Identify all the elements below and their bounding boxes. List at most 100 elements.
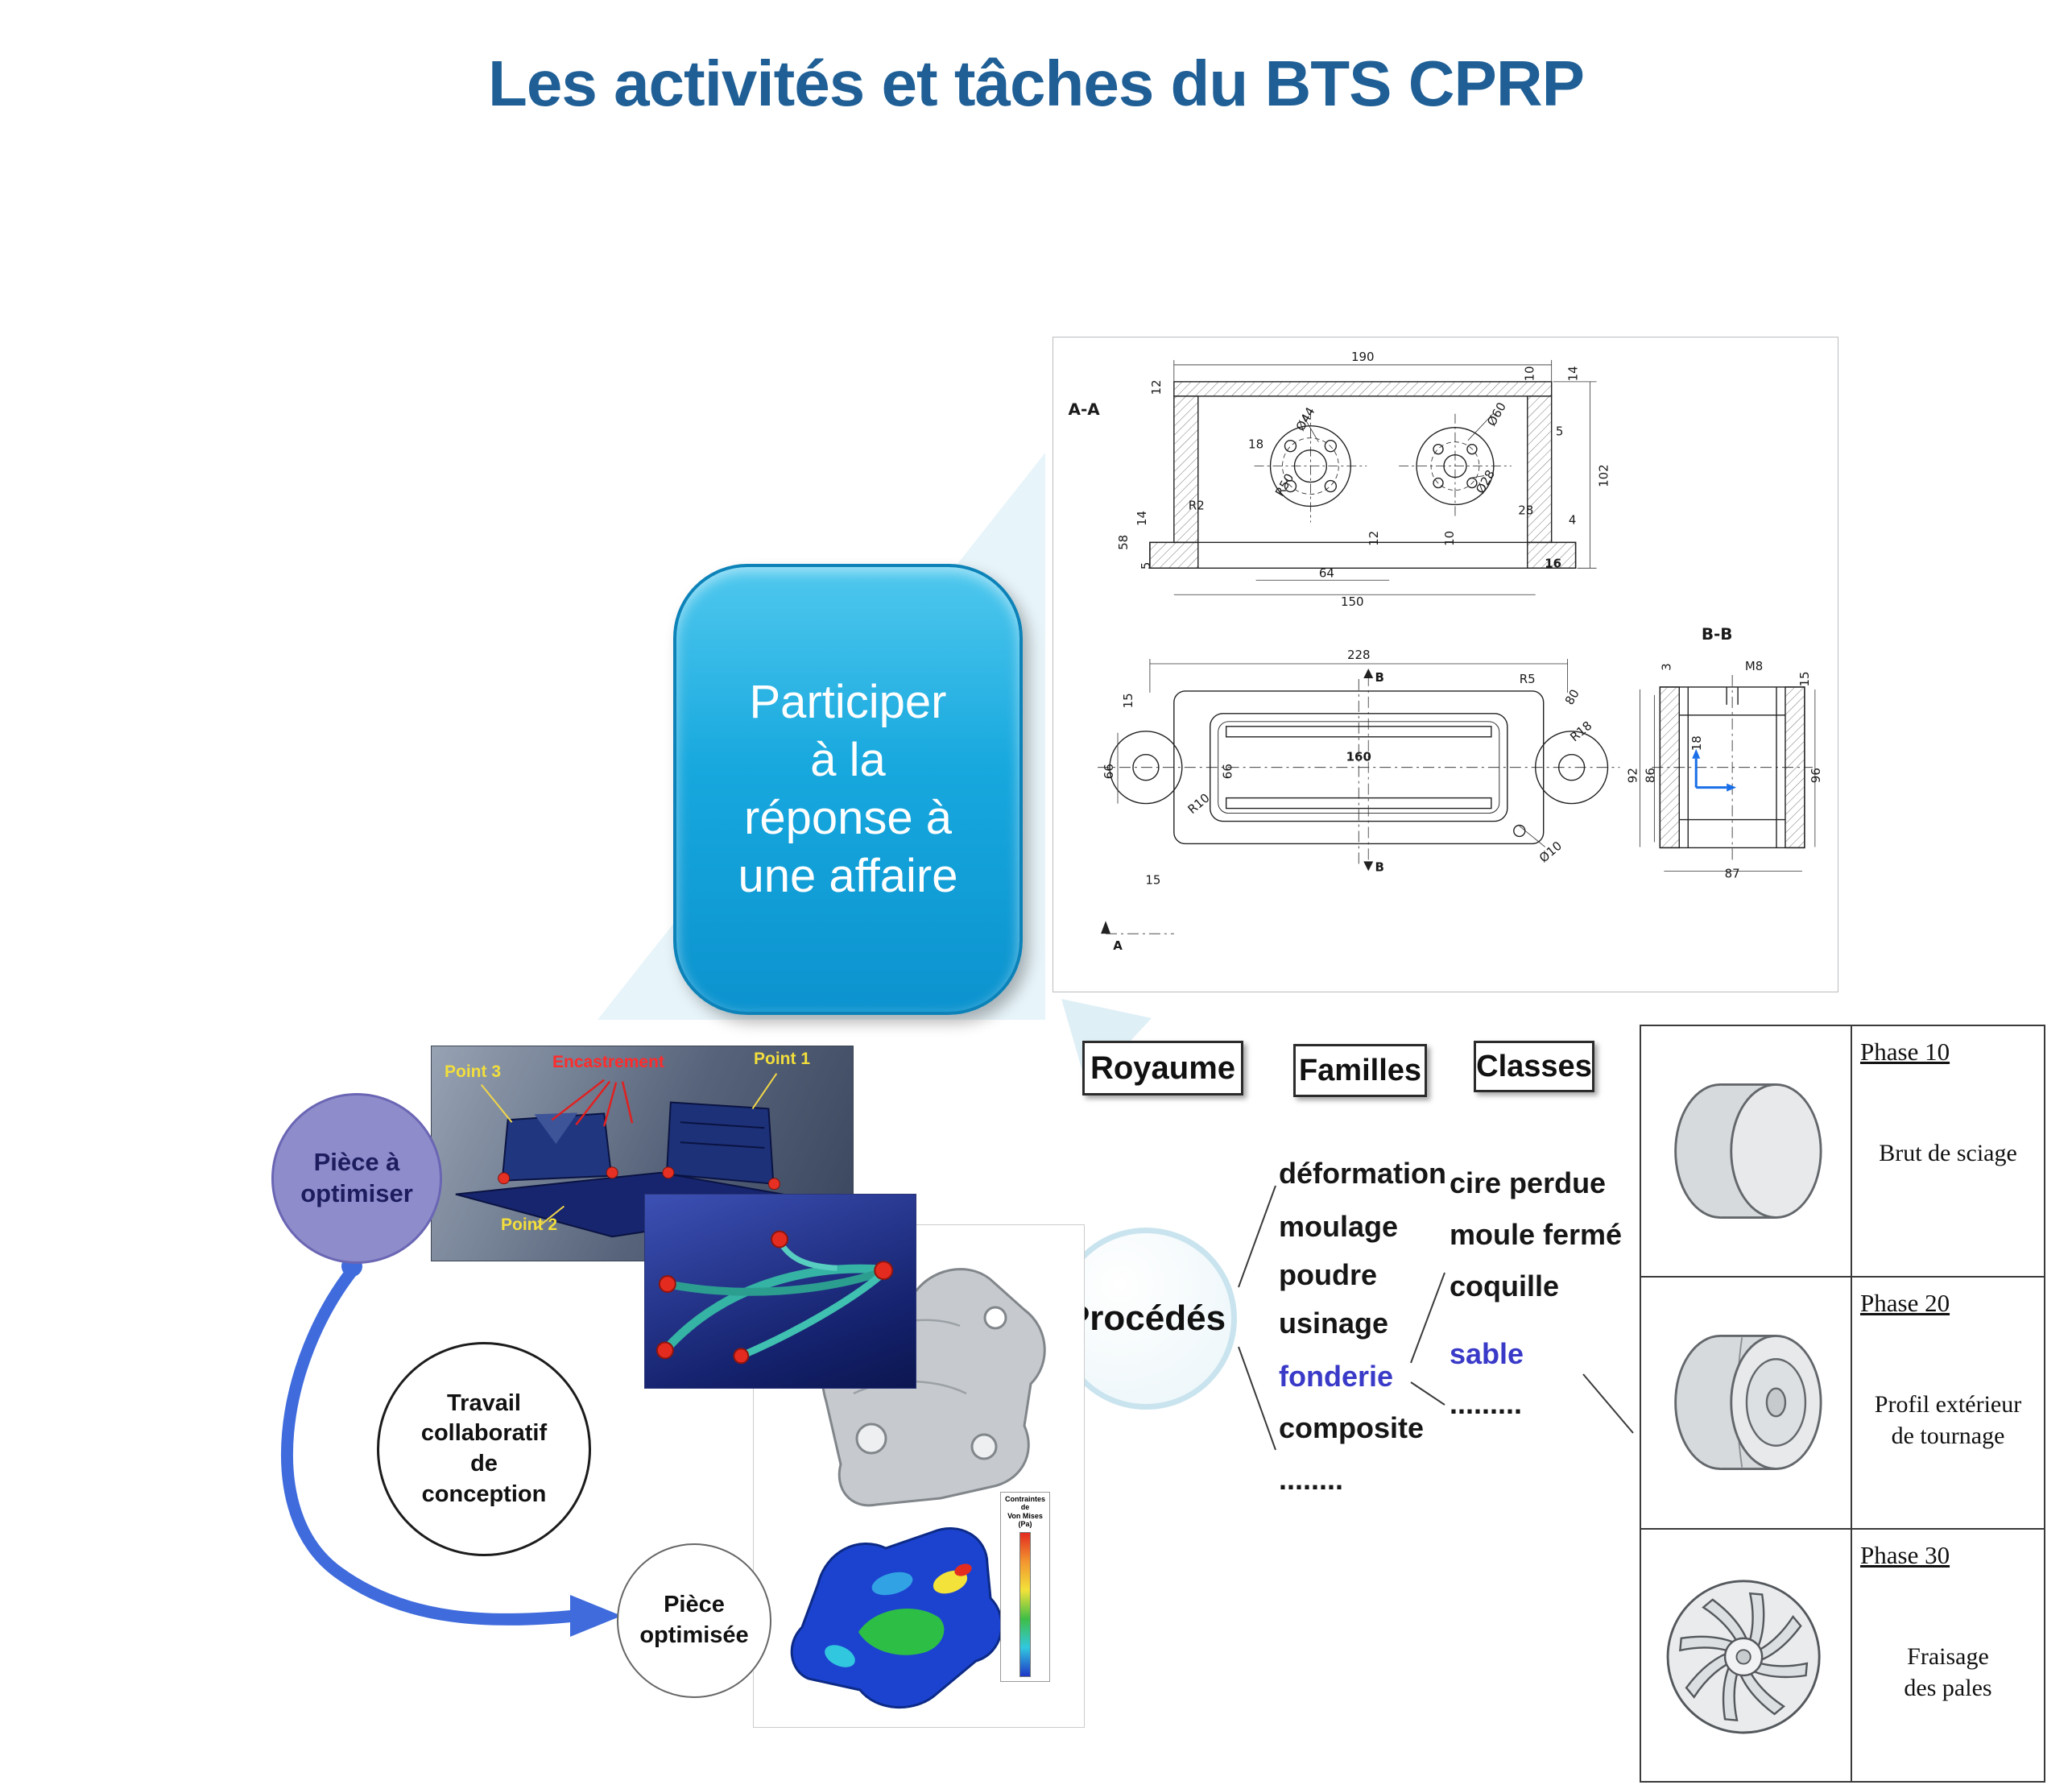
dim-label: Ø28 [1473, 467, 1498, 496]
dim-label: Ø44 [1293, 404, 1318, 433]
classe-keyword: coquille [1450, 1269, 1560, 1303]
fea-part-image: Contraintes de Von Mises (Pa) [763, 1487, 1050, 1722]
dim-label: 96 [1809, 768, 1823, 783]
phases-table: Phase 10 Brut de sciage Phase 20 [1640, 1025, 2045, 1783]
turned-profile-cylinder [1674, 1335, 1822, 1471]
dim-label: 102 [1597, 464, 1611, 487]
piece-a-optimiser-circle: Pièce à optimiser [271, 1093, 442, 1264]
point3-label: Point 3 [445, 1062, 502, 1081]
dim-label: 15 [1121, 693, 1135, 708]
fixture-3d-block [455, 1073, 833, 1238]
dim-label: 16 [1545, 556, 1561, 570]
plan-view-geometry [1098, 659, 1620, 934]
dim-label: 58 [1116, 535, 1131, 550]
classes-header-box: Classes [1474, 1041, 1594, 1092]
dim-label: 4 [1569, 512, 1577, 527]
dim-label: 228 [1347, 648, 1371, 662]
familles-header-box: Familles [1293, 1044, 1427, 1097]
phase-desc: Fraisage des pales [1904, 1642, 1992, 1701]
classification-connector-lines [1238, 1185, 1634, 1451]
participer-bubble: Participer à la réponse à une affaire [673, 564, 1023, 1015]
encastrement-label: Encastrement [552, 1053, 664, 1071]
engineering-drawing: A-A 190 12 10 14 58 14 18 R50 Ø44 Ø60 Ø2… [1069, 350, 1823, 953]
phase-20-part-image [1641, 1278, 1852, 1528]
dim-label: 150 [1341, 594, 1364, 609]
dim-label: 80 [1562, 687, 1582, 707]
famille-keyword-dots: ........ [1279, 1463, 1344, 1496]
dim-label: 10 [1523, 366, 1537, 381]
section-bb-geometry [1640, 674, 1816, 872]
dim-label: 12 [1149, 379, 1164, 395]
famille-keyword-fonderie: fonderie [1279, 1360, 1394, 1393]
phase-row: Phase 30 Fraisage des pales [1641, 1529, 2044, 1781]
dim-label: 190 [1351, 350, 1375, 364]
phase-20-text-cell: Phase 20 Profil extérieur de tournage [1852, 1278, 2044, 1527]
dim-label: 160 [1346, 750, 1371, 764]
dim-label: 14 [1566, 366, 1581, 381]
dim-label: R10 [1185, 790, 1212, 817]
dim-label: 92 [1625, 768, 1640, 783]
dim-label: 18 [1689, 735, 1704, 751]
classe-keyword-dots: ......... [1450, 1387, 1523, 1420]
milled-impeller [1666, 1580, 1821, 1734]
fea-colored-part [790, 1527, 1003, 1709]
dim-label: 66 [1221, 764, 1235, 779]
dim-label: R18 [1567, 719, 1594, 745]
dim-label: 15 [1797, 671, 1812, 686]
phase-row: Phase 20 Profil extérieur de tournage [1641, 1278, 2044, 1530]
phase-30-text-cell: Phase 30 Fraisage des pales [1852, 1530, 2044, 1781]
dim-label: R5 [1520, 672, 1536, 686]
classe-keyword: moule fermé [1450, 1218, 1623, 1251]
phase-desc: Brut de sciage [1879, 1140, 2017, 1166]
phase-title: Phase 10 [1860, 1037, 1950, 1066]
fea-color-scale [1019, 1532, 1031, 1678]
dim-label: R2 [1189, 498, 1205, 512]
famille-keyword: composite [1279, 1411, 1425, 1444]
page-title: Les activités et tâches du BTS CPRP [487, 48, 1585, 119]
dim-label: Ø10 [1536, 839, 1565, 866]
wishbone-simulation-image [644, 1194, 916, 1389]
dim-label: 5 [1139, 562, 1153, 570]
famille-keyword: moulage [1279, 1210, 1399, 1243]
famille-keyword: poudre [1279, 1258, 1377, 1291]
royaume-header-box: Royaume [1082, 1041, 1243, 1095]
dim-label: 86 [1643, 768, 1657, 783]
travail-collaboratif-circle: Travail collaboratif de conception [377, 1342, 591, 1556]
dim-label: 10 [1442, 531, 1457, 546]
sawed-blank-cylinder [1674, 1083, 1822, 1220]
wishbone-3d-part [656, 1230, 894, 1365]
dim-label: 15 [1145, 872, 1160, 887]
dim-label: 14 [1135, 511, 1149, 526]
phase-10-text-cell: Phase 10 Brut de sciage [1852, 1026, 2044, 1276]
procedes-node: Procédés [1055, 1228, 1237, 1410]
phase-desc: Profil extérieur de tournage [1874, 1391, 2022, 1450]
dim-label: 87 [1725, 866, 1740, 880]
dim-label: A-A [1069, 400, 1101, 419]
technical-drawing-panel: A-A 190 12 10 14 58 14 18 R50 Ø44 Ø60 Ø2… [1053, 337, 1838, 992]
dim-label: 28 [1518, 503, 1533, 517]
dim-label: 12 [1367, 531, 1381, 546]
phase-title: Phase 30 [1860, 1540, 1950, 1569]
dim-label: 3 [1659, 663, 1673, 671]
piece-optimisee-circle: Pièce optimisée [617, 1543, 771, 1698]
classe-keyword-sable: sable [1450, 1337, 1524, 1370]
dim-label: Ø60 [1484, 400, 1509, 429]
dim-label: B [1375, 670, 1383, 685]
dim-label: 5 [1556, 425, 1564, 439]
dim-label: 64 [1319, 565, 1334, 580]
dim-label: B-B [1702, 624, 1733, 644]
fea-color-legend: Contraintes de Von Mises (Pa) [1000, 1492, 1050, 1682]
phase-30-part-image [1641, 1529, 1852, 1781]
dim-label: R50 [1272, 471, 1297, 499]
phase-title: Phase 20 [1860, 1289, 1950, 1318]
bb-axis-arrows [1692, 748, 1737, 792]
bubble-text: Participer à la réponse à une affaire [738, 676, 958, 902]
phase-10-part-image [1641, 1026, 1852, 1277]
fea-legend-title: Contraintes de Von Mises (Pa) [1004, 1495, 1045, 1529]
dim-label: 18 [1248, 437, 1263, 452]
dim-label: B [1375, 859, 1383, 874]
phase-row: Phase 10 Brut de sciage [1641, 1026, 2044, 1278]
famille-keyword: déformation [1279, 1157, 1447, 1190]
dim-label: 66 [1102, 764, 1116, 779]
section-aa-geometry [1149, 359, 1597, 595]
